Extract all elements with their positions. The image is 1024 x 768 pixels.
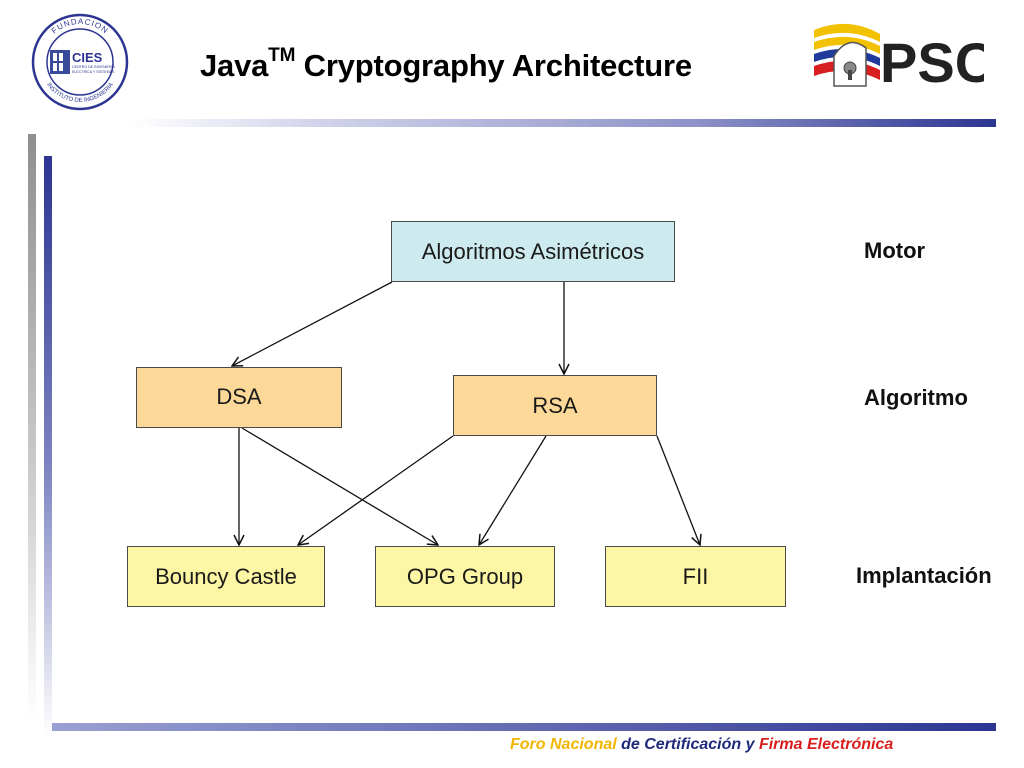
slide-title-main: Java (200, 48, 269, 83)
footer-part-2: de Certificación y (616, 736, 759, 753)
level-label-motor: Motor (864, 238, 926, 263)
level-label-algoritmo: Algoritmo (864, 385, 968, 410)
level-label-implantacion: Implantación (856, 563, 992, 588)
slide-footer: Foro Nacional de Certificación y Firma E… (510, 736, 893, 754)
left-gray-bar (28, 134, 36, 720)
arrow-root-to-dsa (232, 281, 393, 366)
footer-divider-bar (52, 723, 996, 731)
node-algoritmos-asimetricos: Algoritmos Asimétricos (391, 221, 675, 282)
node-opg-group: OPG Group (375, 546, 555, 607)
node-dsa: DSA (136, 367, 342, 428)
header-divider-bar (130, 119, 996, 127)
arrow-rsa-to-opg-group (479, 435, 547, 545)
arrow-dsa-to-opg-group (241, 427, 438, 545)
left-blue-bar (44, 156, 52, 736)
slide-title-rest: Cryptography Architecture (295, 48, 693, 83)
logo-acronym: CIES (72, 50, 103, 65)
psc-logo: PSC (814, 23, 984, 94)
logo-subtext-1: CENTRO DE INGENIERIA (72, 65, 116, 69)
psc-logo-text: PSC (880, 31, 984, 94)
footer-part-1: Foro Nacional (510, 736, 617, 753)
arrow-rsa-to-fii (656, 435, 700, 545)
node-fii: FII (605, 546, 786, 607)
node-rsa: RSA (453, 375, 657, 436)
slide-title: JavaTM Cryptography Architecture (200, 45, 693, 84)
arrow-rsa-to-bouncy-castle (298, 435, 454, 545)
node-bouncy-castle: Bouncy Castle (127, 546, 325, 607)
slide-title-trademark: TM (268, 45, 296, 66)
footer-part-3: Firma Electrónica (758, 736, 894, 753)
cies-logo: FUNDACION INSTITUTO DE INGENIERIA CIES C… (31, 13, 129, 111)
logo-subtext-2: ELECTRICA Y SISTEMAS (72, 70, 115, 74)
